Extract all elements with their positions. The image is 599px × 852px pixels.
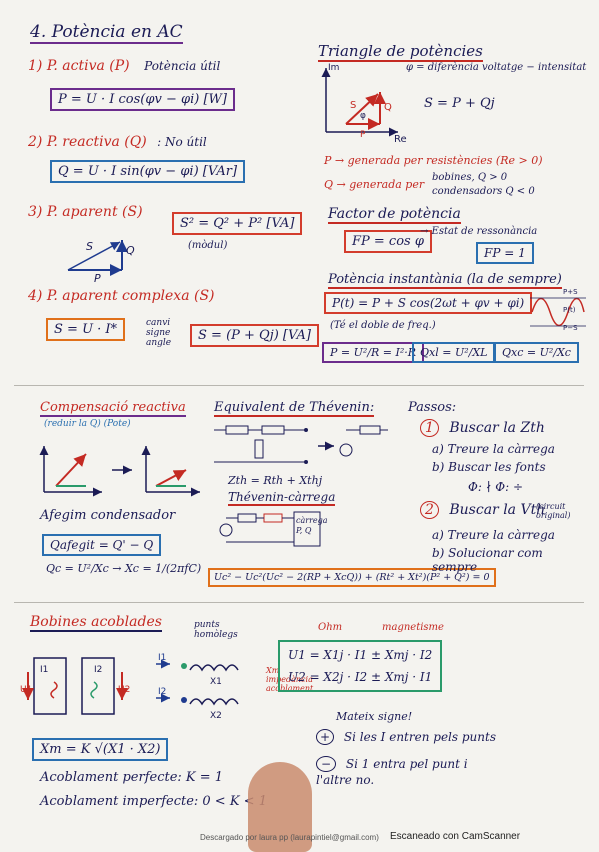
comp-subtitle: (reduir la Q) (Pote) — [44, 419, 131, 429]
bobines-equations: U1 = X1j · I1 ± Xmj · I2 U2 = X2j · I2 ±… — [278, 640, 443, 692]
p-aparent-formula: S² = Q² + P² [VA] — [172, 212, 303, 235]
instant-title: Potència instantània (la de sempre) — [328, 272, 562, 289]
thevenin-equation: Uc² − Uc²(Uc² − 2(RP + XcQ)) + (Rt² + Xt… — [208, 568, 496, 587]
section-title: 4. Potència en AC — [30, 22, 183, 44]
divider-1 — [14, 385, 584, 386]
comp-f2: Qc = U²/Xc → Xc = 1/(2πfC) — [46, 562, 202, 575]
label-Q: Q — [384, 102, 392, 113]
p-generation: P → generada per resistències (Re > 0) — [324, 154, 543, 167]
comp-f1: Qafegit = Q' − Q — [42, 534, 162, 556]
coil-I1: I1 — [40, 665, 48, 675]
p-reactiva-formula: Q = U · I sin(φv − φi) [VAr] — [50, 160, 246, 183]
thevenin-carrega: càrrega P, Q — [296, 516, 328, 535]
comp-title: Compensació reactiva — [40, 400, 186, 417]
bobines-eq1: U1 = X1j · I1 ± Xmj · I2 — [288, 648, 433, 662]
factor-title: Factor de potència — [328, 206, 461, 224]
passos-title: Passos: — [408, 400, 457, 415]
p-reactiva-label: 2) P. reactiva (Q) : No útil — [28, 134, 207, 150]
wave-ps: P+S — [563, 288, 578, 296]
p-complexa-note: canvi signe angle — [146, 318, 172, 348]
bobines-plus: + Si les I entren pels punts — [316, 729, 496, 745]
bobines-minus: − Si 1 entra pel punt i l'altre no. — [316, 756, 468, 787]
tri-label-P: P — [94, 272, 101, 282]
label-P: P — [360, 130, 366, 140]
q-condensadors: condensadors Q < 0 — [432, 186, 535, 197]
passos-step2a: a) Treure la càrrega — [432, 528, 555, 542]
thumb-overlay — [248, 762, 312, 852]
instant-eq3: Qxc = U²/Xc — [494, 342, 579, 363]
p-complexa-formula1: S = U · I* — [46, 318, 126, 341]
p-activa-formula: P = U · I cos(φv − φi) [W] — [50, 88, 235, 111]
tri-label-Q: Q — [126, 244, 135, 257]
passos-step1a: a) Treure la càrrega — [432, 442, 555, 456]
footer-scanner: Escaneado con CamScanner — [390, 831, 521, 842]
p-complexa-label: 4) P. aparent complexa (S) — [28, 288, 215, 304]
p-aparent-label: 3) P. aparent (S) — [28, 204, 143, 220]
comp-diagram — [39, 446, 200, 497]
thevenin-zth: Zth = Rth + Xthj — [228, 474, 323, 487]
schem-I2: I2 — [158, 687, 166, 697]
coil-U2: U2 — [118, 685, 130, 695]
xm-formula: Xm = K √(X1 · X2) — [32, 738, 169, 761]
mateix-signe: Mateix signe! — [336, 710, 413, 723]
wave-pt: P(t) — [563, 306, 576, 314]
triangle-diagram: Im S Q P φ — [321, 63, 398, 140]
bobines-eq2: U2 = X2j · I2 ± Xmj · I1 — [288, 670, 433, 684]
axis-re: Re — [394, 134, 407, 145]
coupled-coils-diagram: I1 I2 U1 U2 — [20, 657, 130, 715]
punts-homolegs: punts homòlegs — [194, 620, 238, 640]
acoblament-imperfecte: Acoblament imperfecte: 0 < K < 1 — [40, 794, 267, 809]
label-phi: φ — [360, 111, 366, 121]
phi-definition: φ = diferència voltatge − intensitat — [406, 62, 587, 73]
coil-U1: U1 — [20, 685, 32, 695]
passos-step1b: b) Buscar les fonts — [432, 460, 546, 474]
footer-download: Descargado por laura pp (laurapintiel@gm… — [200, 833, 379, 842]
s-equation: S = P + Qj — [424, 96, 495, 111]
label-S: S — [350, 100, 356, 111]
comp-add: Afegim condensador — [40, 508, 176, 523]
passos-step2-note: (circuit original) — [536, 502, 571, 520]
schem-X2: X2 — [210, 711, 222, 721]
label-magnetisme: magnetisme — [382, 622, 444, 633]
thevenin-title: Equivalent de Thévenin: — [214, 400, 375, 417]
resonance-note: → Estat de ressonància — [420, 226, 538, 237]
p-activa-label: 1) P. activa (P) Potència útil — [28, 58, 221, 74]
instant-note: (Té el doble de freq.) — [330, 320, 436, 331]
passos-step2: 2 Buscar la Vth — [420, 501, 545, 519]
axis-im: Im — [328, 63, 339, 73]
passos-step1c: Φ: ∤ Φ: ÷ — [468, 480, 524, 494]
thevenin-load-circuit — [219, 511, 321, 547]
thevenin-circuit — [214, 425, 388, 464]
label-ohm: Ohm — [318, 622, 343, 633]
thevenin-sub: Thévenin-càrrega — [228, 490, 336, 506]
triangle-title: Triangle de potències — [318, 42, 483, 62]
instant-eq2: Qxl = U²/XL — [412, 342, 496, 363]
coil-I2: I2 — [94, 665, 102, 675]
divider-2 — [14, 602, 584, 603]
instant-eq1: P = U²/R = I²·R — [322, 342, 425, 363]
instant-wave — [530, 297, 586, 327]
q-generation: Q → generada per — [324, 178, 425, 191]
p-aparent-note: (mòdul) — [188, 240, 228, 251]
q-bobines: bobines, Q > 0 — [432, 172, 508, 183]
tri-label-S: S — [86, 240, 93, 253]
passos-step2b: b) Solucionar com sempre — [432, 546, 543, 574]
passos-step1: 1 Buscar la Zth — [420, 419, 545, 437]
schem-X1: X1 — [210, 677, 222, 687]
fp-one: FP = 1 — [476, 242, 534, 264]
coils-schematic: I1 I2 X1 X2 — [156, 653, 239, 721]
fp-formula: FP = cos φ — [344, 230, 432, 253]
power-triangle-small: S Q P — [67, 240, 135, 282]
xm-note: Xm impedància acoblament — [266, 666, 314, 693]
bobines-title: Bobines acoblades — [30, 614, 162, 632]
schem-I1: I1 — [158, 653, 166, 663]
instant-formula: P(t) = P + S cos(2ωt + φv + φi) — [324, 292, 533, 314]
acoblament-perfecte: Acoblament perfecte: K = 1 — [40, 770, 224, 785]
wave-pms: P−S — [563, 324, 578, 332]
p-complexa-formula2: S = (P + Qj) [VA] — [190, 324, 319, 347]
